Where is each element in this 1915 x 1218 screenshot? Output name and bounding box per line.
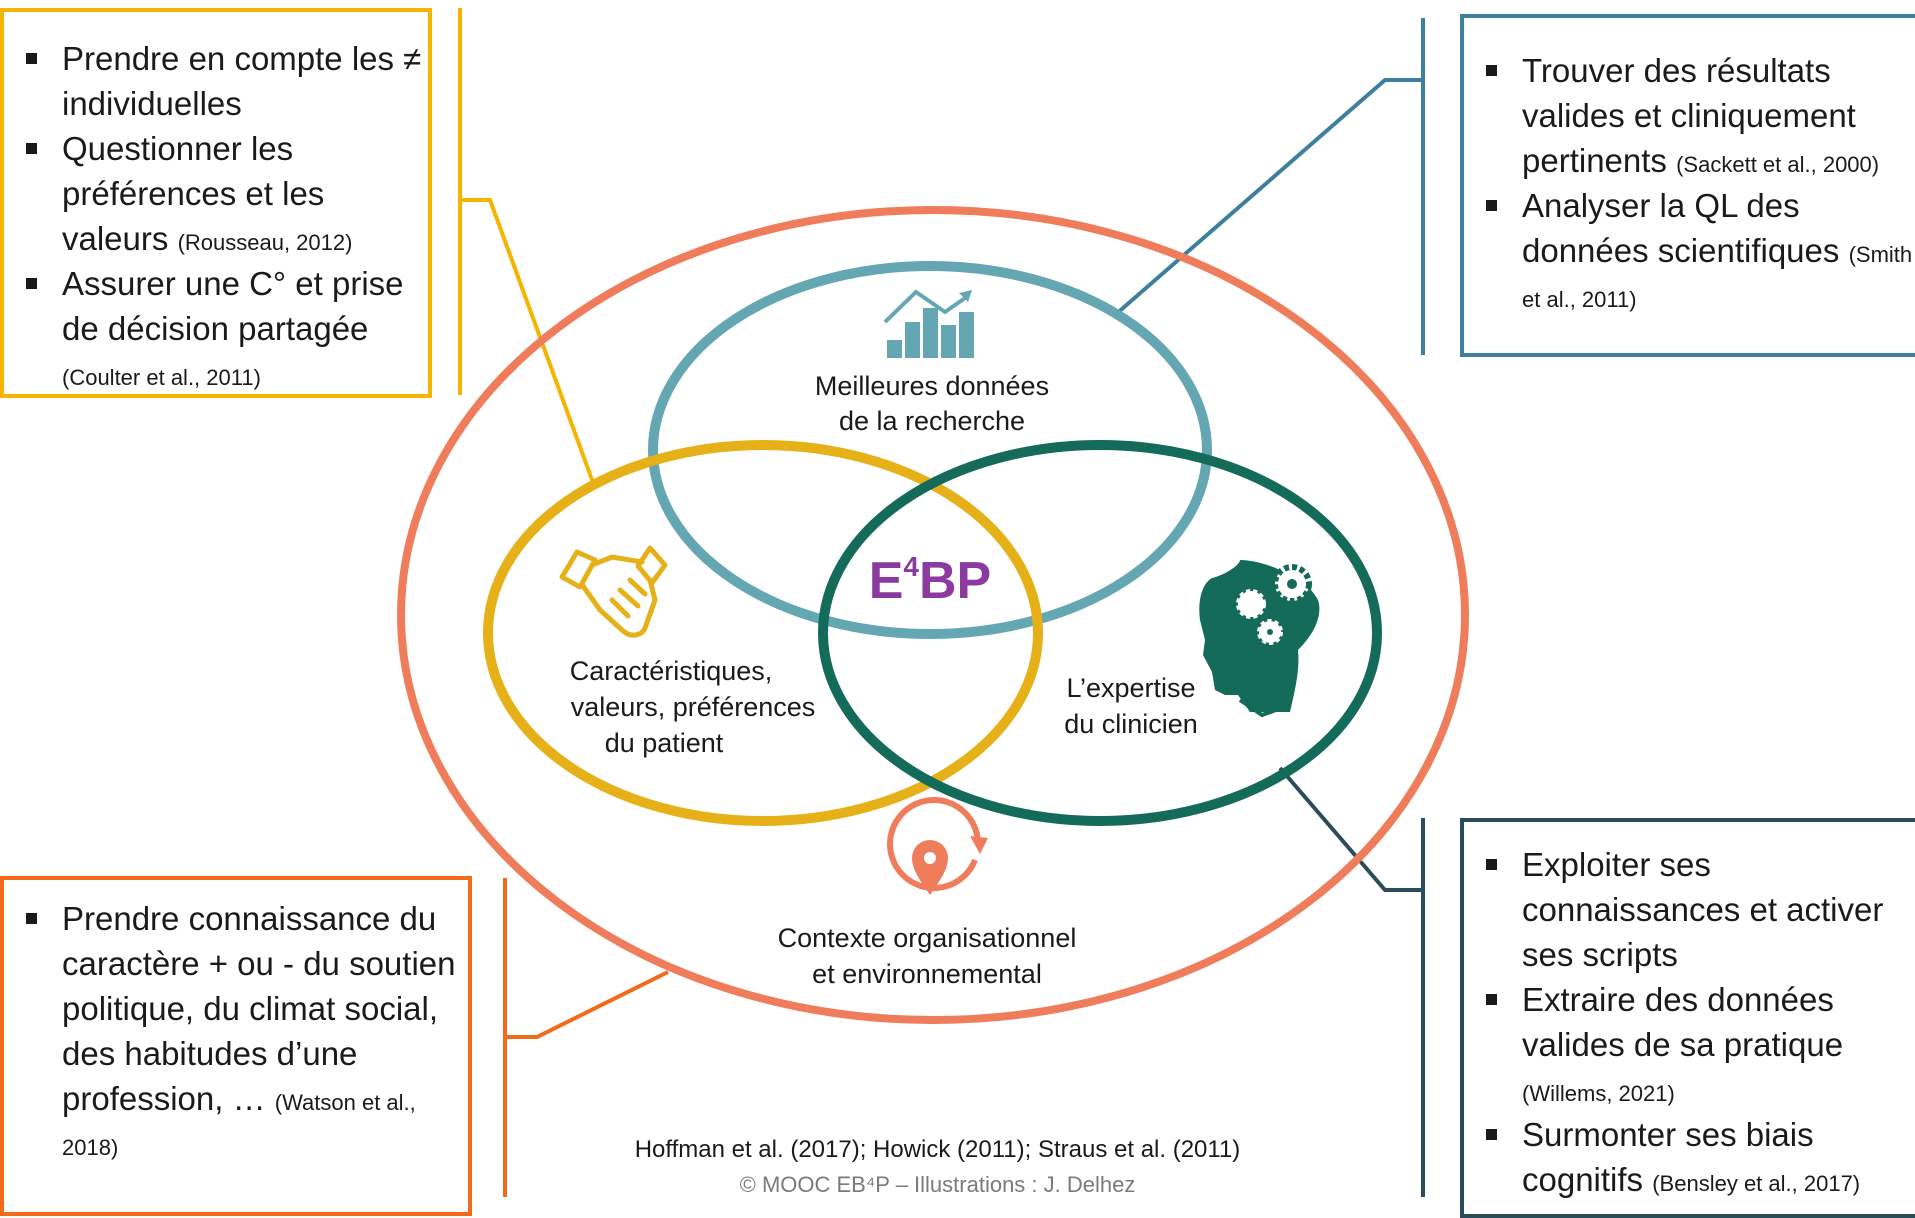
list-item: Surmonter ses biais cognitifs (Bensley e… <box>1464 1112 1915 1202</box>
list-item: Analyser la QL des données scientifiques… <box>1464 183 1915 318</box>
connector-clinician-link <box>1278 766 1423 892</box>
outer-context-ring <box>397 206 1469 1024</box>
research-label-line2: de la recherche <box>839 406 1025 436</box>
clinician-info-box: Exploiter ses connaissances et activer s… <box>1460 818 1915 1218</box>
location-pin-icon <box>887 797 988 895</box>
reference: (Smith et al., 2011) <box>1522 242 1913 312</box>
list-item: Questionner les préférences et les valeu… <box>4 126 428 261</box>
context-label-line2: et environnemental <box>812 959 1042 989</box>
list-item: Prendre connaissance du caractère + ou -… <box>4 896 468 1166</box>
footer-references: Hoffman et al. (2017); Howick (2011); St… <box>634 1136 1241 1163</box>
list-item: Extraire des données valides de sa prati… <box>1464 977 1915 1112</box>
reference: (Willems, 2021) <box>1522 1081 1675 1106</box>
reference: (Rousseau, 2012) <box>177 230 353 255</box>
patient-info-box: Prendre en compte les ≠ individuelles Qu… <box>0 8 432 398</box>
connector-patient-link <box>460 198 597 489</box>
research-info-box: Trouver des résultats valides et cliniqu… <box>1460 14 1915 357</box>
patient-label-line1: Caractéristiques, <box>570 656 773 686</box>
head-gears-icon <box>1199 560 1320 718</box>
list-item: Prendre en compte les ≠ individuelles <box>4 36 428 126</box>
reference: (Coulter et al., 2011) <box>62 365 261 390</box>
research-label-line1: Meilleures données <box>815 371 1049 401</box>
research-circle <box>648 261 1212 639</box>
bar-chart-icon <box>883 289 974 358</box>
reference: (Sackett et al., 2000) <box>1676 152 1880 177</box>
clinician-label-line1: L’expertise <box>1066 673 1195 703</box>
clinician-circle <box>818 440 1382 826</box>
footer-copyright: © MOOC EB⁴P – Illustrations : J. Delhez <box>739 1172 1136 1197</box>
reference: (Watson et al., 2018) <box>62 1090 416 1160</box>
patient-label-line3: du patient <box>605 728 724 758</box>
list-item: Assurer une C° et prise de décision part… <box>4 261 428 394</box>
context-label-line1: Contexte organisationnel <box>778 923 1077 953</box>
list-item: Exploiter ses connaissances et activer s… <box>1464 842 1915 977</box>
list-item: Trouver des résultats valides et cliniqu… <box>1464 48 1915 183</box>
connector-research-link <box>1113 78 1423 317</box>
reference: (Bensley et al., 2017) <box>1652 1171 1861 1196</box>
clinician-label-line2: du clinicien <box>1064 709 1198 739</box>
patient-label-line2: valeurs, préférences <box>571 692 816 722</box>
context-info-box: Prendre connaissance du caractère + ou -… <box>0 876 472 1216</box>
patient-circle <box>483 440 1043 826</box>
handshake-icon <box>559 545 668 638</box>
connector-context-link <box>505 970 669 1039</box>
e4bp-center-label: E4BP <box>869 551 992 610</box>
